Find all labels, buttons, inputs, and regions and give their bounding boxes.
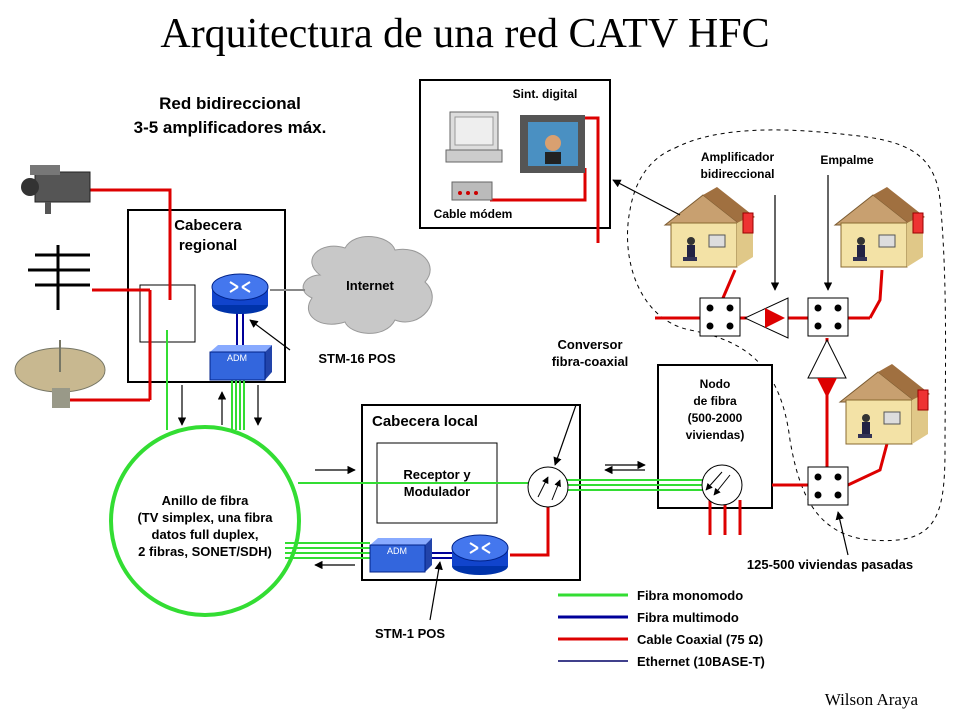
router-local-icon	[451, 534, 509, 575]
amplificador-line-1: Amplificador	[700, 150, 775, 164]
house-icon	[834, 186, 926, 268]
conversor-label: Conversor fibra-coaxial	[530, 336, 650, 370]
coax-lines	[70, 116, 890, 557]
internet-cloud-icon	[302, 235, 433, 334]
digital-tv-icon	[520, 115, 585, 173]
legend-fibra-monomodo: Fibra monomodo	[637, 588, 744, 603]
receptor-line-2: Modulador	[403, 484, 471, 499]
page-title: Arquitectura de una red CATV HFC	[160, 11, 770, 57]
legend-lines	[558, 593, 628, 662]
nodo-line-3: (500-2000	[687, 411, 743, 425]
computer-icon	[445, 111, 503, 163]
anillo-line-4: 2 fibras, SONET/SDH)	[138, 544, 272, 559]
adm-local-icon	[369, 538, 432, 573]
conversor-line-2: fibra-coaxial	[551, 354, 629, 369]
amplifier-icon	[743, 297, 789, 339]
viviendas-pasadas-label: 125-500 viviendas pasadas	[746, 557, 914, 572]
network-subtitle: Red bidireccional 3-5 amplificadores máx…	[70, 92, 390, 140]
legend-fibra-multimodo: Fibra multimodo	[637, 610, 739, 625]
stm16-label: STM-16 POS	[318, 351, 396, 366]
stm1-label: STM-1 POS	[374, 626, 446, 641]
cabecera-local-label: Cabecera local	[372, 413, 478, 430]
anillo-label: Anillo de fibra (TV simplex, una fibra d…	[105, 492, 305, 560]
anillo-line-1: Anillo de fibra	[161, 493, 249, 508]
anillo-line-2: (TV simplex, una fibra	[137, 510, 273, 525]
cabecera-regional-label: Cabecera regional	[168, 216, 248, 256]
splice-box-icon	[807, 297, 849, 337]
router-regional-icon	[211, 273, 269, 314]
subtitle-line-2: 3-5 amplificadores máx.	[133, 118, 327, 137]
converter-node-icon	[701, 464, 743, 506]
adm-local-label: ADM	[387, 546, 407, 556]
cable-modem-label: Cable módem	[433, 207, 513, 221]
house-icon	[664, 186, 756, 268]
nodo-de-fibra-label: Nodo de fibra (500-2000 viviendas)	[658, 376, 772, 444]
nodo-line-2: de fibra	[693, 394, 737, 408]
amplifier-icon	[807, 338, 847, 398]
adm-regional-icon	[209, 345, 272, 381]
amplificador-line-2: bidireccional	[700, 167, 775, 181]
cable-modem-icon	[451, 181, 493, 201]
receptor-line-1: Receptor y	[403, 467, 471, 482]
empalme-label: Empalme	[820, 153, 874, 167]
cabecera-regional-line-1: Cabecera	[174, 217, 242, 234]
splice-box-icon	[807, 466, 849, 506]
direction-arrows	[177, 175, 849, 621]
legend-ethernet: Ethernet (10BASE-T)	[637, 654, 765, 669]
legend-cable-coaxial: Cable Coaxial (75 Ω)	[637, 632, 764, 647]
splice-box-icon	[699, 297, 741, 337]
internet-label: Internet	[346, 278, 394, 293]
nodo-line-1: Nodo	[699, 377, 731, 391]
amplificador-label: Amplificador bidireccional	[680, 149, 795, 183]
anillo-line-3: datos full duplex,	[151, 527, 259, 542]
fiber-ring	[109, 425, 301, 617]
sint-digital-label: Sint. digital	[512, 87, 578, 101]
antenna-icon	[28, 245, 90, 310]
subtitle-line-1: Red bidireccional	[159, 94, 301, 113]
satellite-dish-icon	[14, 340, 106, 408]
adm-regional-label: ADM	[227, 353, 247, 363]
converter-local-icon	[527, 466, 569, 508]
bidirectional-network-outline	[627, 129, 947, 542]
multimode-links	[236, 312, 455, 559]
nodo-line-4: viviendas)	[685, 428, 745, 442]
receptor-modulador-label: Receptor y Modulador	[377, 466, 497, 500]
cabecera-regional-line-2: regional	[178, 237, 238, 254]
fiber-lines	[166, 330, 705, 559]
author-footer: Wilson Araya	[824, 690, 918, 709]
camera-icon	[21, 165, 91, 214]
house-icon	[839, 363, 931, 445]
conversor-line-1: Conversor	[557, 337, 623, 352]
